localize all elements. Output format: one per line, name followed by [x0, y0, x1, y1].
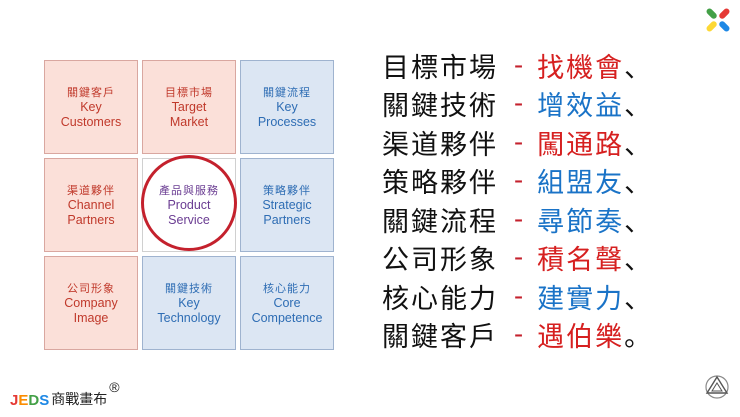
- list-item: 公司形象 - 積名聲 、: [382, 239, 651, 278]
- cell-product-service: 產品與服務 Product Service: [142, 158, 236, 252]
- brand-name: 商戰畫布: [51, 392, 108, 408]
- list-value: 組盟友: [537, 168, 625, 200]
- list-term: 渠道夥伴: [382, 129, 498, 161]
- cell-company-image: 公司形象 Company Image: [44, 256, 138, 350]
- list-term: 目標市場: [382, 52, 498, 84]
- cell-en2: Market: [169, 115, 209, 129]
- cell-zh: 產品與服務: [159, 184, 219, 197]
- cell-en1: Strategic: [262, 198, 312, 212]
- list-item: 目標市場 - 找機會 、: [382, 46, 651, 85]
- cell-en2: Image: [73, 311, 109, 325]
- cell-en2: Partners: [263, 213, 311, 227]
- cell-zh: 目標市場: [165, 86, 213, 99]
- cell-zh: 公司形象: [67, 282, 115, 295]
- list-punct: 、: [624, 206, 652, 238]
- cell-en1: Target: [171, 100, 207, 114]
- canvas-grid: 關鍵客戶 Key Customers 目標市場 Target Market 關鍵…: [44, 60, 334, 350]
- list-term: 策略夥伴: [382, 168, 498, 200]
- brand-letter: D: [28, 392, 40, 409]
- list-value: 增效益: [537, 91, 625, 123]
- cell-en2: Partners: [67, 213, 115, 227]
- list-term: 核心能力: [382, 283, 498, 315]
- colorful-x-logo-icon: [700, 2, 736, 42]
- cell-en2: Competence: [251, 311, 323, 325]
- registered-mark: ®: [109, 379, 120, 395]
- list-dash: -: [514, 280, 524, 312]
- list-value: 積名聲: [537, 245, 625, 277]
- brand-letter: J: [10, 392, 19, 409]
- list-punct: 。: [624, 322, 652, 354]
- cell-en1: Key: [178, 296, 200, 310]
- strategy-list: 目標市場 - 找機會 、 關鍵技術 - 增效益 、 渠道夥伴 - 闖通路 、 策…: [382, 46, 651, 354]
- list-term: 關鍵客戶: [382, 322, 498, 354]
- list-punct: 、: [624, 245, 652, 277]
- cell-key-customers: 關鍵客戶 Key Customers: [44, 60, 138, 154]
- cell-en1: Key: [80, 100, 102, 114]
- cell-zh: 關鍵技術: [165, 282, 213, 295]
- list-term: 關鍵流程: [382, 206, 498, 238]
- brand-logo: JEDS 商戰畫布 ®: [10, 379, 120, 409]
- list-item: 關鍵客戶 - 遇伯樂 。: [382, 316, 651, 355]
- brand-letters: JEDS: [10, 390, 49, 409]
- cell-strategic-partners: 策略夥伴 Strategic Partners: [240, 158, 334, 252]
- cell-en2: Processes: [257, 115, 317, 129]
- cell-key-technology: 關鍵技術 Key Technology: [142, 256, 236, 350]
- list-punct: 、: [624, 168, 652, 200]
- list-punct: 、: [624, 91, 652, 123]
- cell-target-market: 目標市場 Target Market: [142, 60, 236, 154]
- cell-en1: Channel: [67, 198, 115, 212]
- cell-en2: Service: [168, 213, 210, 227]
- list-dash: -: [514, 319, 524, 351]
- cell-channel-partners: 渠道夥伴 Channel Partners: [44, 158, 138, 252]
- list-dash: -: [514, 203, 524, 235]
- list-item: 渠道夥伴 - 闖通路 、: [382, 123, 651, 162]
- brand-letter: E: [18, 392, 29, 409]
- brand-letter: S: [39, 392, 50, 409]
- list-dash: -: [514, 88, 524, 120]
- list-punct: 、: [624, 283, 652, 315]
- cell-core-competence: 核心能力 Core Competence: [240, 256, 334, 350]
- cell-en1: Product: [167, 198, 211, 212]
- cell-zh: 關鍵流程: [263, 86, 311, 99]
- cell-en1: Key: [276, 100, 298, 114]
- list-value: 闖通路: [537, 129, 625, 161]
- cell-en1: Core: [273, 296, 301, 310]
- list-value: 尋節奏: [537, 206, 625, 238]
- list-punct: 、: [624, 129, 652, 161]
- cell-zh: 關鍵客戶: [67, 86, 115, 99]
- triangle-emblem-icon: [704, 372, 730, 404]
- list-item: 關鍵流程 - 尋節奏 、: [382, 200, 651, 239]
- cell-key-processes: 關鍵流程 Key Processes: [240, 60, 334, 154]
- cell-en2: Customers: [60, 115, 122, 129]
- list-punct: 、: [624, 52, 652, 84]
- cell-en2: Technology: [157, 311, 221, 325]
- list-dash: -: [514, 49, 524, 81]
- cell-zh: 策略夥伴: [263, 184, 311, 197]
- list-dash: -: [514, 242, 524, 274]
- list-term: 關鍵技術: [382, 91, 498, 123]
- list-item: 核心能力 - 建實力 、: [382, 277, 651, 316]
- list-dash: -: [514, 126, 524, 158]
- list-dash: -: [514, 165, 524, 197]
- cell-en1: Company: [64, 296, 118, 310]
- list-value: 遇伯樂: [537, 322, 625, 354]
- list-item: 關鍵技術 - 增效益 、: [382, 85, 651, 124]
- list-value: 建實力: [537, 283, 625, 315]
- list-term: 公司形象: [382, 245, 498, 277]
- cell-zh: 渠道夥伴: [67, 184, 115, 197]
- list-item: 策略夥伴 - 組盟友 、: [382, 162, 651, 201]
- list-value: 找機會: [537, 52, 625, 84]
- cell-zh: 核心能力: [263, 282, 311, 295]
